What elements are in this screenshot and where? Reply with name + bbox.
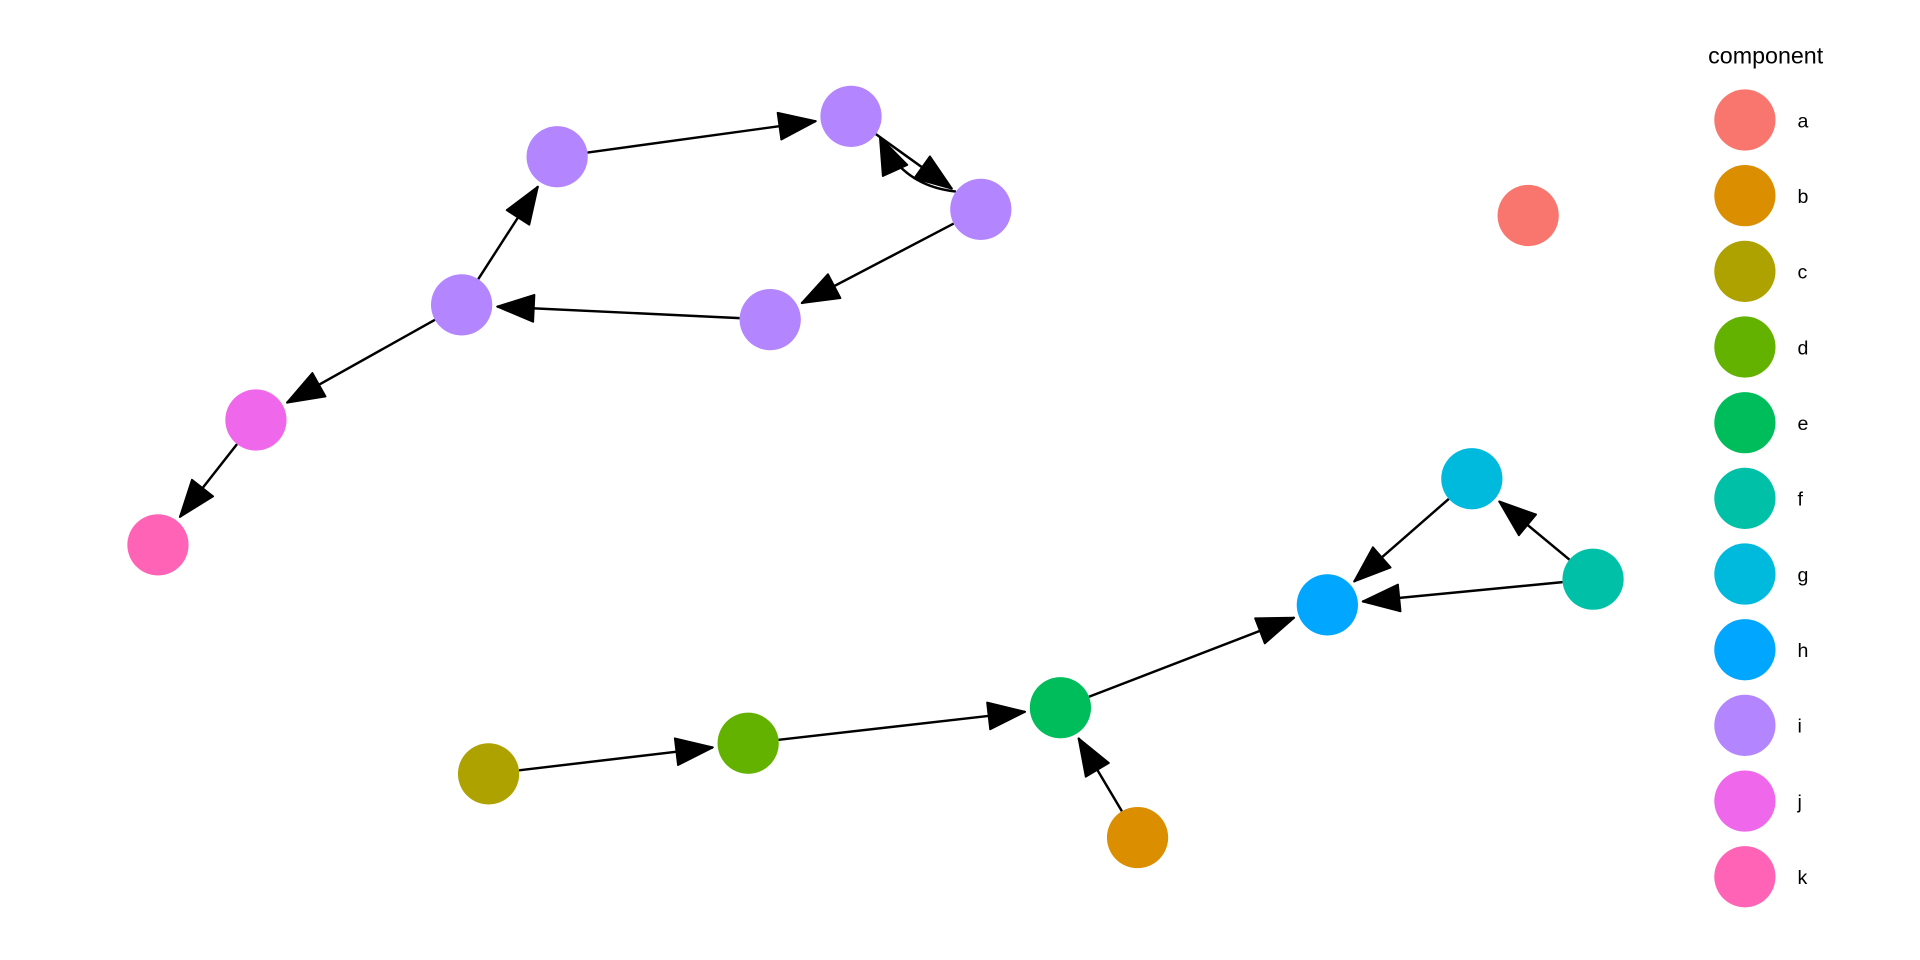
arrowhead-icon [1254,616,1296,645]
arrowhead-icon [505,185,539,226]
legend-entry-d: d [1714,316,1809,378]
arrowhead-icon [986,701,1027,731]
edge-i5-i1 [477,185,539,280]
legend-entry-e: e [1714,392,1809,454]
edge-f1-h1 [1361,580,1563,613]
arrowhead-icon [1498,500,1537,537]
legend-entry-b: b [1714,165,1809,227]
node-b [1106,806,1169,869]
node-d [717,712,779,774]
edge-e1-h1 [1088,616,1296,698]
arrowhead-icon [1361,583,1402,613]
arrowhead-icon [1353,546,1392,583]
edge-i3-i4 [800,222,955,305]
edge-b1-e1 [1077,737,1123,812]
legend-key-icon [1714,467,1776,529]
legend-entry-i: i [1714,694,1802,756]
legend-label: b [1798,186,1809,208]
edge-f1-g1 [1498,500,1571,561]
arrowhead-icon [673,737,714,767]
legend-key-icon [1714,392,1776,454]
node-c [457,743,520,805]
legend-label: h [1798,640,1809,662]
node-i [739,288,801,351]
arrowhead-icon [800,273,842,305]
edge-j1-k1 [178,443,238,518]
node-i [526,126,588,188]
edge-c1-d1 [518,737,714,772]
arrowhead-icon [496,293,536,323]
arrowhead-icon [913,155,953,190]
arrowhead-icon [878,136,909,177]
legend-key-icon [1714,770,1776,832]
legend-key-icon [1714,165,1776,227]
legend-label: g [1798,564,1809,586]
node-g [1441,448,1503,510]
node-i [820,85,882,147]
node-i [431,274,493,336]
arrowhead-icon [1077,737,1110,778]
legend-entry-h: h [1714,619,1809,681]
legend-label: e [1798,413,1809,435]
legend-label: f [1798,489,1804,511]
node-i [950,178,1012,240]
legend-key-icon [1714,846,1776,908]
legend-title: component [1708,43,1824,69]
legend-entry-c: c [1714,240,1808,302]
legend-key-icon [1714,619,1776,681]
node-h [1296,574,1358,636]
legend-label: k [1798,867,1808,889]
nodes [127,85,1624,869]
legend-entry-g: g [1714,543,1809,605]
legend-entry-k: k [1714,846,1808,908]
legend-key-icon [1714,316,1776,378]
edge-i1-i2 [587,111,817,154]
edges [178,111,1571,812]
arrowhead-icon [285,372,327,404]
legend-label: i [1798,716,1802,738]
legend-key-icon [1714,543,1776,605]
node-e [1029,677,1092,739]
legend-entry-a: a [1714,89,1809,151]
arrowhead-icon [776,111,817,141]
edge-i5-j1 [285,318,436,404]
legend-entry-f: f [1714,467,1804,529]
edge-i4-i5 [496,293,740,323]
edge-i2-i3 [875,133,953,190]
node-f [1562,548,1624,610]
edge-d1-e1 [778,701,1027,742]
legend-label: a [1798,110,1809,132]
legend-label: j [1797,791,1802,813]
node-j [225,389,287,451]
edge-g1-h1 [1353,497,1450,583]
edge-i3-i2 [878,136,957,193]
legend-label: c [1798,262,1808,284]
node-a [1497,184,1559,247]
node-k [127,514,189,576]
legend-key-icon [1714,240,1776,302]
legend-label: d [1798,337,1809,359]
legend-entry-j: j [1714,770,1802,832]
legend-key-icon [1714,694,1776,756]
legend: component a b c d e f g h i j k [1708,43,1824,908]
arrowhead-icon [178,478,215,518]
legend-key-icon [1714,89,1776,151]
